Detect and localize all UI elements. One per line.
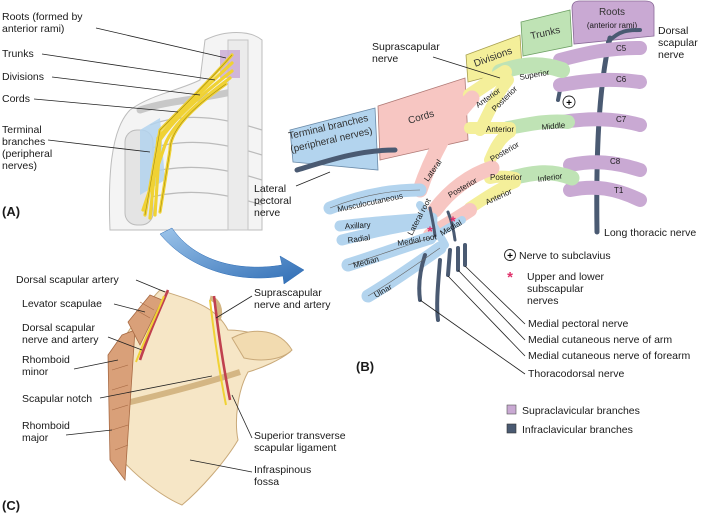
label-dorsal-nerve-line2: nerve and artery [22, 334, 99, 346]
root-t1: T1 [614, 186, 624, 195]
label-suprascapular-b-line1: Suprascapular [372, 41, 440, 53]
label-roots-a-line1: Roots (formed by [2, 11, 83, 23]
label-levator-scapulae: Levator scapulae [22, 298, 102, 310]
panel-c-left-leaders [65, 279, 213, 436]
nerve-to-subclavius-marker [562, 95, 576, 109]
tab-roots-line1: Roots [599, 7, 625, 18]
label-trunks-a: Trunks [2, 48, 34, 60]
label-terminal-a-line1: Terminal [2, 124, 42, 136]
division-posterior-3: Posterior [490, 173, 522, 182]
label-suprascapular-c-line1: Suprascapular [254, 287, 322, 299]
label-scapular-notch: Scapular notch [22, 393, 92, 405]
label-cords-a: Cords [2, 93, 30, 105]
label-medial-cutaneous-arm: Medial cutaneous nerve of arm [528, 334, 672, 346]
label-dorsal-scapular-line1: Dorsal [658, 25, 688, 37]
legend-swatch-supraclavicular [506, 404, 517, 415]
label-upper-lower-line1: Upper and lower [527, 271, 605, 283]
panel-label-c: (C) [2, 498, 20, 513]
label-terminal-a-line4: nerves) [2, 160, 37, 172]
panel-b-bottom-leaders [419, 265, 526, 375]
label-thoracodorsal: Thoracodorsal nerve [528, 368, 624, 380]
legend-supraclavicular: Supraclavicular branches [522, 405, 640, 417]
plus-icon: + [566, 98, 572, 109]
label-rhomboid-major-line2: major [22, 432, 49, 444]
label-dorsal-nerve-line1: Dorsal scapular [22, 322, 95, 334]
panel-label-b: (B) [356, 359, 374, 374]
label-dorsal-scapular-line2: scapular [658, 37, 698, 49]
label-infraspinous-line1: Infraspinous [254, 464, 311, 476]
label-nerve-to-subclavius: Nerve to subclavius [519, 250, 611, 262]
legend-infraclavicular: Infraclavicular branches [522, 424, 633, 436]
label-dorsal-scapular-artery: Dorsal scapular artery [16, 274, 119, 286]
panel-a-leader-lines [33, 27, 227, 153]
legend: Supraclavicular branches Infraclavicular… [506, 404, 640, 436]
root-c6: C6 [616, 75, 627, 84]
label-superior-ligament-line2: scapular ligament [254, 442, 336, 454]
label-infraspinous-line2: fossa [254, 476, 279, 488]
label-lateral-pectoral-line3: nerve [254, 207, 280, 219]
star-icon-1: * [427, 223, 433, 239]
label-medial-cutaneous-forearm: Medial cutaneous nerve of forearm [528, 350, 691, 362]
root-c5: C5 [616, 44, 627, 53]
legend-swatch-infraclavicular [506, 423, 517, 434]
label-upper-lower-line3: nerves [527, 295, 559, 307]
label-superior-ligament-line1: Superior transverse [254, 430, 346, 442]
panel-label-a: (A) [2, 204, 20, 219]
panel-a-illustration [108, 32, 263, 231]
star-icon-2: * [450, 213, 456, 229]
legend-star-icon: * [507, 269, 513, 286]
root-c8: C8 [610, 157, 621, 166]
tab-roots-line2: (anterior rami) [587, 21, 638, 30]
label-long-thoracic: Long thoracic nerve [604, 227, 696, 239]
label-medial-pectoral: Medial pectoral nerve [528, 318, 629, 330]
label-lateral-pectoral-line2: pectoral [254, 195, 291, 207]
label-roots-a-line2: anterior rami) [2, 23, 64, 35]
label-rhomboid-minor-line1: Rhomboid [22, 354, 70, 366]
label-divisions-a: Divisions [2, 71, 44, 83]
branch-axillary: Axillary [345, 220, 371, 231]
label-upper-lower-line2: subscapular [527, 283, 584, 295]
label-terminal-a-line3: (peripheral [2, 148, 52, 160]
label-dorsal-scapular-line3: nerve [658, 49, 684, 61]
trunk-inferior: Inferior [537, 172, 563, 184]
panel-b-nerve-outlines [329, 189, 441, 297]
label-suprascapular-c-line2: nerve and artery [254, 299, 331, 311]
panel-c-right-leaders [189, 295, 253, 473]
division-anterior-2: Anterior [486, 125, 514, 134]
panel-c-illustration [107, 289, 293, 506]
label-terminal-a-line2: branches [2, 136, 45, 148]
root-c7: C7 [616, 115, 627, 124]
panel-transition-arrow [159, 227, 305, 285]
trunk-middle: Middle [541, 121, 566, 132]
label-lateral-pectoral-line1: Lateral [254, 183, 286, 195]
label-rhomboid-minor-line2: minor [22, 366, 49, 378]
branch-radial: Radial [347, 233, 371, 245]
legend-plus-icon: + [507, 251, 513, 262]
legend-plus-marker [504, 249, 516, 261]
label-rhomboid-major-line1: Rhomboid [22, 420, 70, 432]
label-suprascapular-b-line2: nerve [372, 53, 398, 65]
